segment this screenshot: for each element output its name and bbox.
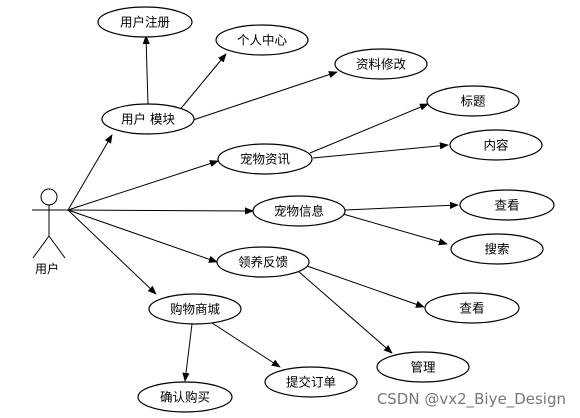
node-user-module-label: 用户 模块 — [121, 112, 175, 127]
edges — [67, 35, 459, 382]
node-submit-order-label: 提交订单 — [286, 375, 336, 390]
node-adopt-feedback-label: 领养反馈 — [238, 255, 288, 270]
edge-actor-pet-info — [67, 207, 254, 215]
edge-user-module-personal — [177, 53, 227, 113]
edge-feedback-manage — [297, 270, 393, 354]
node-pet-mall: 购物商城 — [148, 293, 242, 325]
node-info-view-label: 查看 — [494, 198, 519, 213]
edge-pet-news-title — [309, 103, 429, 154]
node-feedback-manage-label: 管理 — [410, 360, 436, 375]
node-feedback-view: 查看 — [424, 292, 520, 324]
node-news-content: 内容 — [449, 129, 543, 161]
node-feedback-view-label: 查看 — [459, 301, 484, 316]
node-confirm-purchase: 确认购买 — [137, 381, 233, 413]
edge-actor-pet-mall — [67, 209, 157, 295]
actor-right-leg — [48, 235, 66, 259]
node-info-search: 搜索 — [450, 233, 544, 265]
node-user-register-label: 用户注册 — [120, 15, 170, 30]
actor-user: 用户 — [32, 188, 68, 276]
node-confirm-purchase-label: 确认购买 — [160, 390, 210, 405]
node-adopt-feedback: 领养反馈 — [216, 246, 310, 278]
node-info-search-label: 搜索 — [484, 242, 509, 257]
node-user-module: 用户 模块 — [101, 103, 195, 135]
node-news-title-label: 标题 — [460, 94, 486, 109]
edge-pet-info-search — [342, 213, 448, 246]
node-news-content-label: 内容 — [483, 138, 508, 153]
node-pet-mall-label: 购物商城 — [170, 302, 221, 317]
node-info-view: 查看 — [459, 189, 555, 221]
edge-actor-pet-news — [67, 160, 219, 211]
edge-pet-news-content — [312, 142, 449, 159]
node-personal-center: 个人中心 — [215, 24, 309, 56]
edge-actor-user-module — [67, 134, 113, 211]
node-news-title: 标题 — [426, 85, 520, 117]
edge-user-module-register — [142, 35, 150, 106]
edge-mall-submit — [211, 322, 281, 368]
edge-feedback-view — [306, 265, 425, 308]
node-pet-news: 宠物资讯 — [217, 143, 313, 175]
actor-label: 用户 — [35, 261, 59, 276]
watermark: CSDN @vx2_Biye_Design — [376, 390, 566, 408]
node-feedback-manage: 管理 — [376, 351, 470, 383]
node-submit-order: 提交订单 — [264, 366, 358, 398]
node-profile-edit-label: 资料修改 — [356, 57, 407, 72]
edge-pet-info-view — [344, 201, 459, 211]
node-pet-info-label: 宠物信息 — [274, 204, 324, 219]
node-profile-edit: 资料修改 — [334, 48, 428, 80]
edge-mall-confirm — [182, 323, 193, 382]
node-personal-center-label: 个人中心 — [237, 33, 288, 48]
edge-actor-adopt-feedback — [67, 209, 218, 263]
node-user-register: 用户注册 — [97, 6, 193, 38]
actor-head — [40, 188, 58, 206]
node-pet-info: 宠物信息 — [252, 195, 346, 227]
node-pet-news-label: 宠物资讯 — [240, 152, 291, 167]
actor-left-leg — [32, 235, 50, 259]
edge-user-module-profile — [192, 71, 338, 121]
